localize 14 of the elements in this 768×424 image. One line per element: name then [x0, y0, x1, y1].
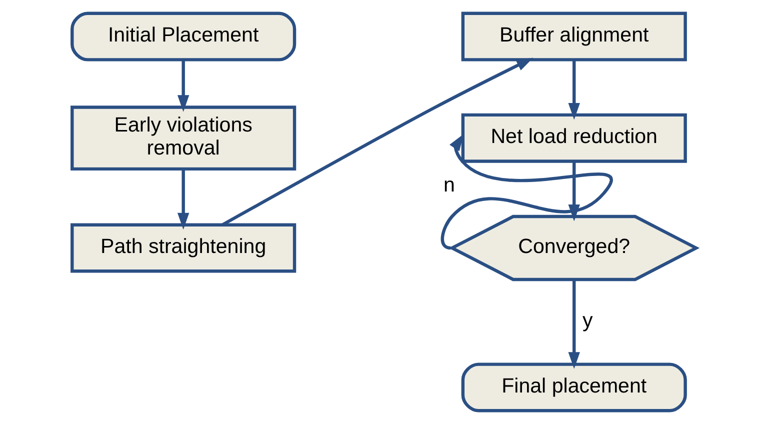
edge-label: y [582, 308, 593, 332]
arrow [177, 60, 190, 112]
arrow [568, 60, 580, 120]
arrow [568, 280, 580, 369]
arrow [440, 134, 612, 250]
edge-label: n [443, 174, 455, 197]
arrow [177, 169, 190, 230]
node-box: Net load reduction [461, 113, 687, 163]
node-box: Initial Placement [70, 12, 296, 62]
node-box: Buffer alignment [461, 12, 687, 62]
node-box: Final placement [461, 362, 687, 412]
node-box: Path straightening [70, 223, 296, 273]
node-box: Early violations removal [70, 106, 296, 171]
arrow [222, 58, 534, 226]
